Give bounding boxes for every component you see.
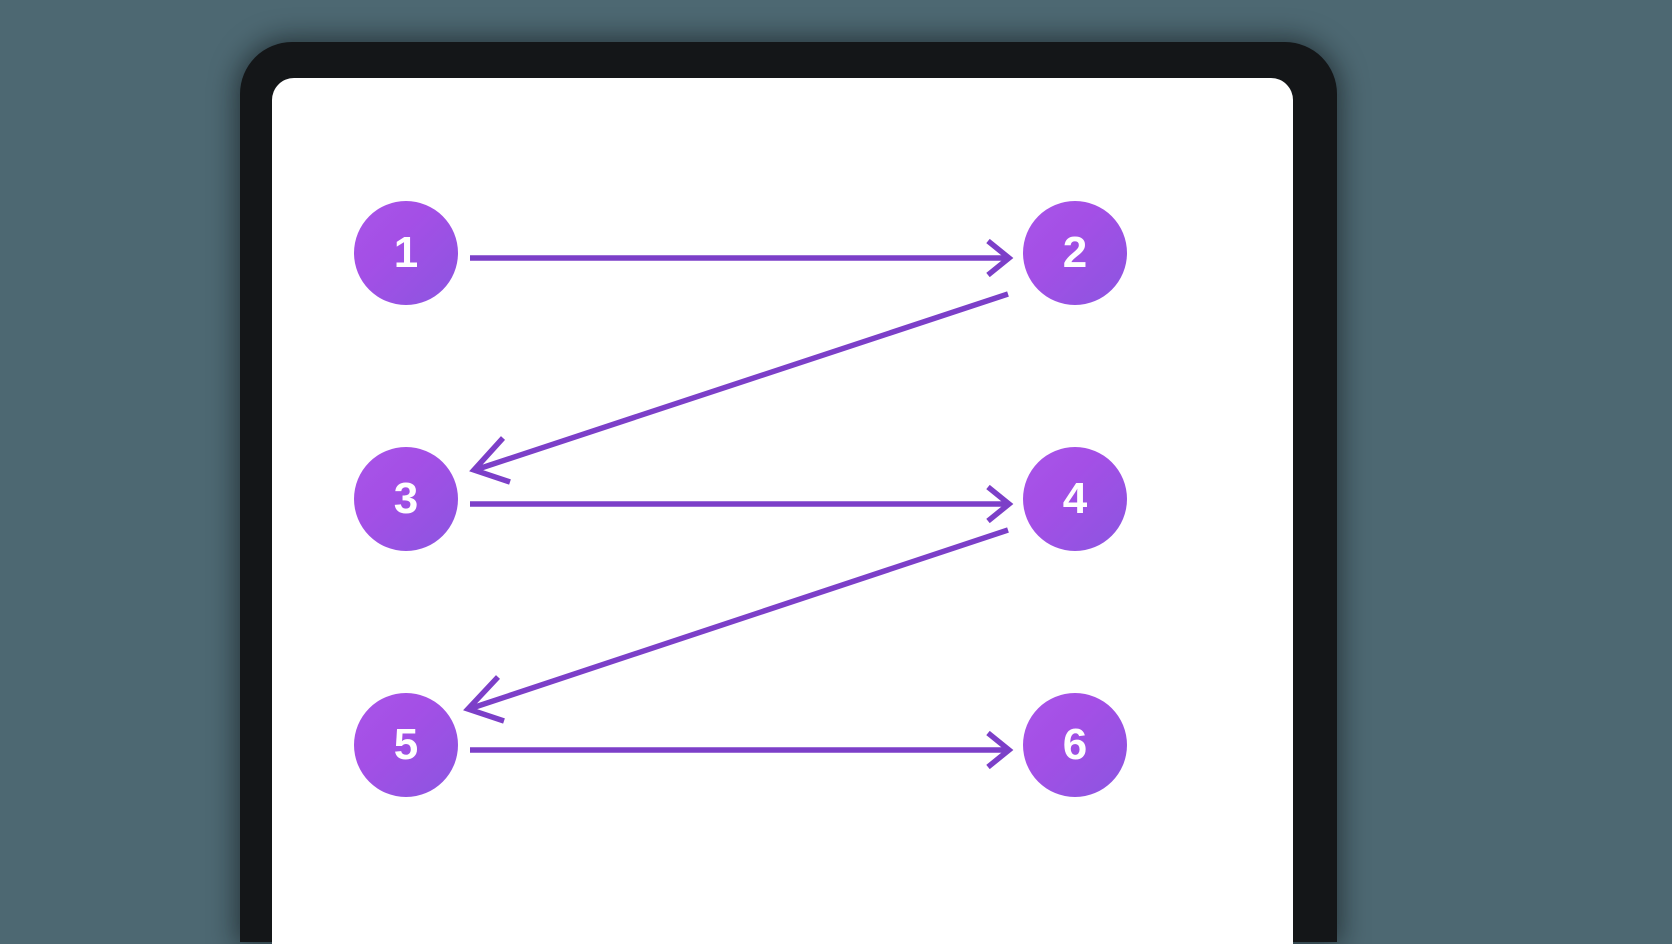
arrowhead-icon (986, 730, 1014, 770)
device-frame: 1 2 3 4 5 6 (240, 42, 1337, 944)
graph-node-1[interactable]: 1 (354, 201, 458, 305)
edge-node-3-to-node-4 (470, 484, 1014, 524)
graph-node-4[interactable]: 4 (1023, 447, 1127, 551)
node-label: 6 (1062, 720, 1088, 769)
graph-node-5[interactable]: 5 (354, 693, 458, 797)
graph-node-3[interactable]: 3 (354, 447, 458, 551)
arrowhead-icon (986, 484, 1014, 524)
node-label: 2 (1062, 228, 1088, 277)
screenshot-stage: 1 2 3 4 5 6 (240, 42, 1337, 944)
arrowhead-icon (463, 675, 505, 724)
arrowhead-icon (986, 238, 1014, 278)
graph-node-6[interactable]: 6 (1023, 693, 1127, 797)
diagram-canvas: 1 2 3 4 5 6 (272, 78, 1293, 944)
arrowhead-icon (469, 436, 511, 485)
edge-node-5-to-node-6 (470, 730, 1014, 770)
edge-node-1-to-node-2 (470, 238, 1014, 278)
graph-node-2[interactable]: 2 (1023, 201, 1127, 305)
node-label: 1 (393, 228, 419, 277)
edge-line (471, 527, 1009, 711)
edge-layer (463, 238, 1014, 770)
device-screen: 1 2 3 4 5 6 (272, 78, 1293, 944)
node-label: 5 (393, 720, 419, 769)
node-label: 3 (393, 474, 419, 523)
node-label: 4 (1062, 474, 1088, 523)
edge-node-2-to-node-3 (469, 291, 1009, 485)
edge-line (477, 291, 1009, 472)
edge-node-4-to-node-5 (463, 527, 1009, 724)
